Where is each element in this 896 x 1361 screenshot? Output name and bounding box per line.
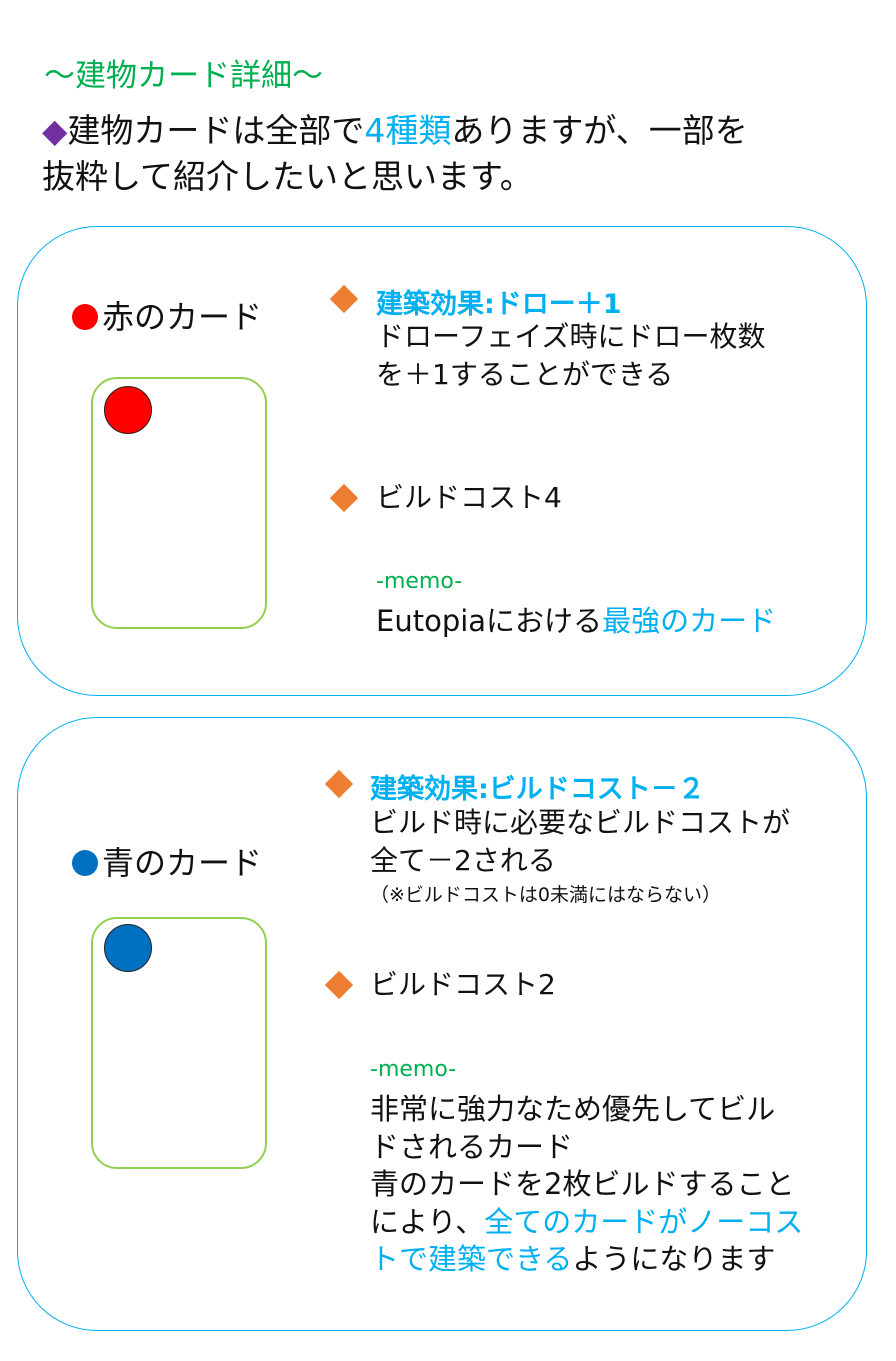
intro-text: ◆建物カードは全部で4種類ありますが、一部を 抜粋して紹介したいと思います。 bbox=[42, 108, 862, 200]
blue-card-panel bbox=[17, 717, 867, 1331]
diamond-bullet-icon: ◆ bbox=[42, 111, 68, 150]
memo-line: 青のカードを2枚ビルドすること bbox=[370, 1167, 795, 1201]
effect-line: を＋1することができる bbox=[376, 358, 674, 391]
memo-before: Eutopiaにおける bbox=[376, 604, 603, 638]
intro-line2: 抜粋して紹介したいと思います。 bbox=[42, 157, 533, 196]
intro-text-before: 建物カードは全部で bbox=[67, 111, 365, 150]
build-cost: ビルドコスト2 bbox=[370, 968, 556, 1001]
blue-card-dot-icon bbox=[104, 924, 152, 972]
effect-line: 全て－2される bbox=[370, 844, 556, 877]
memo-line: 非常に強力なため優先してビル bbox=[370, 1092, 776, 1126]
memo-highlight: 最強のカード bbox=[602, 604, 777, 638]
effect-line: ビルド時に必要なビルドコストが bbox=[370, 806, 791, 839]
memo-line: ドされるカード bbox=[370, 1129, 574, 1164]
page-title: ～建物カード詳細～ bbox=[44, 58, 323, 94]
red-dot-icon bbox=[72, 304, 98, 330]
memo-text: Eutopiaにおける最強のカード bbox=[376, 603, 776, 641]
effect-description: ドローフェイズ時にドロー枚数 を＋1することができる bbox=[376, 318, 765, 394]
memo-highlight: トで建築できる bbox=[370, 1242, 573, 1276]
red-card-label: 赤のカード bbox=[72, 292, 262, 338]
effect-description: ビルド時に必要なビルドコストが 全て－2される bbox=[370, 804, 790, 880]
build-cost: ビルドコスト4 bbox=[376, 481, 562, 514]
label-text: 青のカード bbox=[102, 844, 263, 882]
memo-label: -memo- bbox=[376, 569, 463, 594]
blue-card-label: 青のカード bbox=[72, 838, 262, 884]
memo-line: トで建築できるようになります bbox=[370, 1241, 803, 1279]
memo-highlight: 全てのカードがノーコス bbox=[484, 1204, 804, 1239]
red-card-panel bbox=[17, 226, 867, 696]
label-text: 赤のカード bbox=[102, 298, 263, 336]
intro-text-after: ありますが、一部を bbox=[451, 111, 748, 150]
memo-label: -memo- bbox=[370, 1057, 457, 1082]
intro-highlight: 4種類 bbox=[364, 111, 452, 150]
memo-after: ようになります bbox=[572, 1242, 776, 1276]
red-card-illustration bbox=[91, 377, 267, 629]
blue-card-illustration bbox=[91, 917, 267, 1169]
blue-dot-icon bbox=[72, 850, 98, 876]
effect-heading: 建築効果:ドロー＋1 bbox=[376, 289, 622, 320]
effect-heading: 建築効果:ビルドコスト－２ bbox=[370, 774, 705, 805]
effect-line: ドローフェイズ時にドロー枚数 bbox=[376, 320, 766, 353]
red-card-dot-icon bbox=[104, 386, 152, 434]
memo-before: により、 bbox=[370, 1204, 485, 1239]
memo-text: 非常に強力なため優先してビル ドされるカード 青のカードを2枚ビルドすること に… bbox=[370, 1091, 803, 1279]
effect-note: （※ビルドコストは0未満にはならない） bbox=[370, 884, 722, 906]
memo-line: により、全てのカードがノーコス bbox=[370, 1204, 803, 1242]
